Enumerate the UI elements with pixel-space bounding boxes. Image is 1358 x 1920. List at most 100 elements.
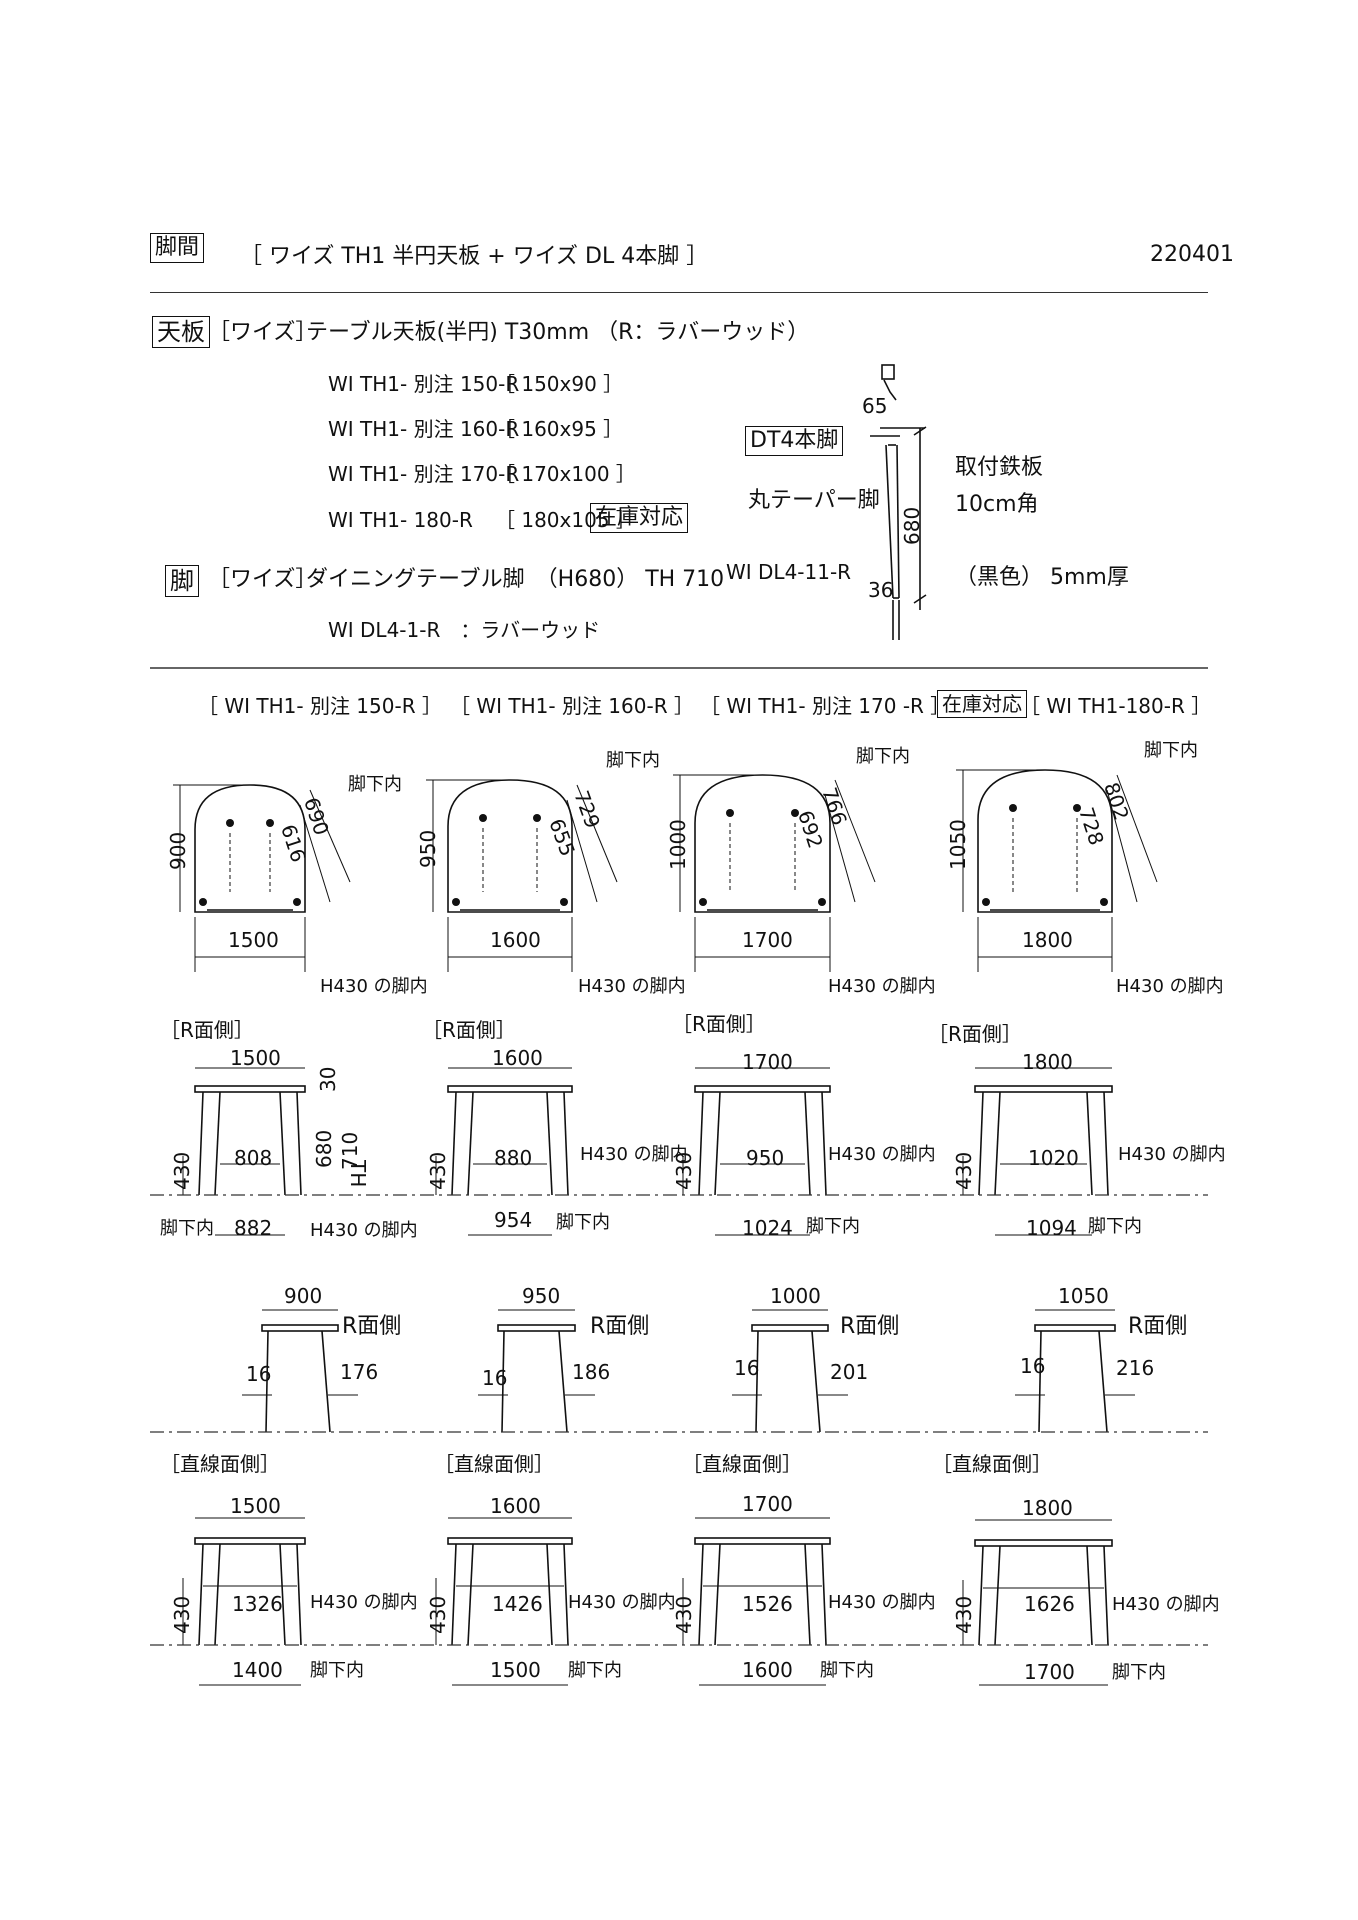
straight-label: ［直線面側］ bbox=[682, 1452, 802, 1476]
dim-line bbox=[824, 794, 856, 903]
s-h430: H430 の脚内 bbox=[1112, 1594, 1220, 1615]
table-leg bbox=[811, 1330, 821, 1433]
leg-position bbox=[726, 809, 734, 817]
table-leg bbox=[1103, 1091, 1109, 1196]
s-leg-in: 脚下内 bbox=[1112, 1662, 1166, 1683]
dim-line bbox=[1116, 774, 1158, 883]
table-top bbox=[194, 1085, 306, 1093]
side-label: R面側 bbox=[342, 1314, 402, 1339]
s-height: 430 bbox=[952, 1595, 976, 1634]
s-top: 1600 bbox=[490, 1494, 541, 1518]
table-leg bbox=[1086, 1091, 1093, 1196]
s-inner: 1426 bbox=[492, 1592, 543, 1616]
table-leg bbox=[804, 1543, 811, 1646]
table-leg bbox=[755, 1330, 759, 1433]
side-view bbox=[732, 1309, 848, 1433]
table-leg bbox=[563, 1091, 569, 1196]
straight-side-view bbox=[682, 1517, 831, 1686]
table-leg bbox=[698, 1091, 704, 1196]
side-right: 176 bbox=[340, 1360, 379, 1384]
side-left: 16 bbox=[246, 1362, 272, 1386]
table-leg bbox=[563, 1543, 569, 1646]
plan-width: 1500 bbox=[228, 928, 279, 952]
s-h430: H430 の脚内 bbox=[828, 1592, 936, 1613]
top-desc: テーブル天板(半円) T30mm （R：ラバーウッド） bbox=[306, 320, 810, 345]
plan-views bbox=[173, 769, 1158, 972]
leg-position bbox=[1009, 804, 1017, 812]
table-leg bbox=[994, 1091, 1001, 1196]
straight-side-view bbox=[962, 1519, 1113, 1686]
plate-label: 取付鉄板 bbox=[955, 455, 1044, 480]
r-leg-in: 脚下内 bbox=[160, 1218, 214, 1239]
leg-position bbox=[1100, 898, 1108, 906]
model-name: WI TH1- 別注 170-R bbox=[328, 462, 520, 486]
s-bottom: 1600 bbox=[742, 1658, 793, 1682]
model-size: ［ 150x90 ］ bbox=[495, 372, 624, 396]
side-label: R面側 bbox=[590, 1314, 650, 1339]
table-leg bbox=[698, 1543, 704, 1646]
s-height: 430 bbox=[672, 1595, 696, 1634]
table-leg bbox=[821, 1543, 827, 1646]
leg-detail-type: 丸テーパー脚 bbox=[748, 488, 880, 513]
model-size: ［ 170x100 ］ bbox=[495, 462, 636, 486]
top-brand: ［ワイズ］ bbox=[208, 320, 318, 345]
table-leg bbox=[265, 1330, 269, 1433]
table-leg bbox=[296, 1543, 302, 1646]
table-leg bbox=[214, 1543, 221, 1646]
plan-title: ［ WI TH1- 別注 160-R ］ bbox=[450, 694, 694, 718]
s-height: 430 bbox=[426, 1595, 450, 1634]
header-title: ［ ワイズ TH1 半円天板 + ワイズ DL 4本脚 ］ bbox=[240, 244, 709, 269]
side-top: 900 bbox=[284, 1284, 323, 1308]
table-leg bbox=[804, 1091, 811, 1196]
plan-view bbox=[426, 779, 618, 972]
side-label: R面側 bbox=[1128, 1314, 1188, 1339]
s-height: 430 bbox=[170, 1595, 194, 1634]
leg-detail-drawing bbox=[870, 364, 927, 640]
table-top bbox=[447, 1085, 573, 1093]
plate-size: 10cm角 bbox=[955, 492, 1039, 517]
leg-position bbox=[199, 898, 207, 906]
r-bottom: 1094 bbox=[1026, 1216, 1077, 1240]
plan-h430: H430 の脚内 bbox=[578, 976, 686, 997]
plan-title: ［ WI TH1- 別注 170 -R ］ bbox=[700, 694, 951, 718]
r-h430: H430 の脚内 bbox=[580, 1144, 688, 1165]
leg-desc: ダイニングテーブル脚 （H680） TH 710 bbox=[306, 567, 725, 592]
table-leg bbox=[1098, 1330, 1108, 1433]
side-left: 16 bbox=[482, 1366, 508, 1390]
side-top: 1000 bbox=[770, 1284, 821, 1308]
dim-line bbox=[299, 804, 331, 903]
r-side-label: ［R面側］ bbox=[160, 1018, 254, 1042]
table-leg bbox=[994, 1545, 1001, 1646]
s-top: 1700 bbox=[742, 1492, 793, 1516]
plan-outline bbox=[694, 774, 831, 913]
table-top bbox=[1034, 1324, 1116, 1332]
leg-position bbox=[818, 898, 826, 906]
table-top bbox=[497, 1324, 576, 1332]
table-leg bbox=[978, 1545, 984, 1646]
plan-depth: 950 bbox=[416, 829, 440, 868]
plate-spec: （黒色） 5mm厚 bbox=[955, 565, 1129, 590]
plan-width: 1600 bbox=[490, 928, 541, 952]
table-leg bbox=[296, 1091, 302, 1196]
r-side-label: ［R面側］ bbox=[422, 1018, 516, 1042]
leg-position bbox=[479, 814, 487, 822]
table-leg bbox=[467, 1091, 474, 1196]
plan-leg-in: 脚下内 bbox=[856, 746, 910, 767]
plan-title: ［ WI TH1-180-R ］ bbox=[1020, 694, 1212, 718]
r-side-view bbox=[182, 1067, 306, 1236]
leg-position bbox=[533, 814, 541, 822]
r-inner: 950 bbox=[746, 1146, 785, 1170]
header-code: 220401 bbox=[1150, 242, 1234, 267]
straight-label: ［直線面側］ bbox=[160, 1452, 280, 1476]
plan-leg-in: 脚下内 bbox=[348, 774, 402, 795]
table-leg bbox=[1086, 1545, 1093, 1646]
r-inner: 1020 bbox=[1028, 1146, 1079, 1170]
table-leg bbox=[558, 1330, 568, 1433]
dim-line bbox=[834, 779, 876, 883]
table-leg bbox=[198, 1091, 204, 1196]
side-right: 216 bbox=[1116, 1356, 1155, 1380]
table-top bbox=[194, 1537, 306, 1545]
r-height: 430 bbox=[952, 1151, 976, 1190]
r-leg-height: 680 bbox=[312, 1129, 336, 1168]
dim-line bbox=[576, 784, 618, 883]
